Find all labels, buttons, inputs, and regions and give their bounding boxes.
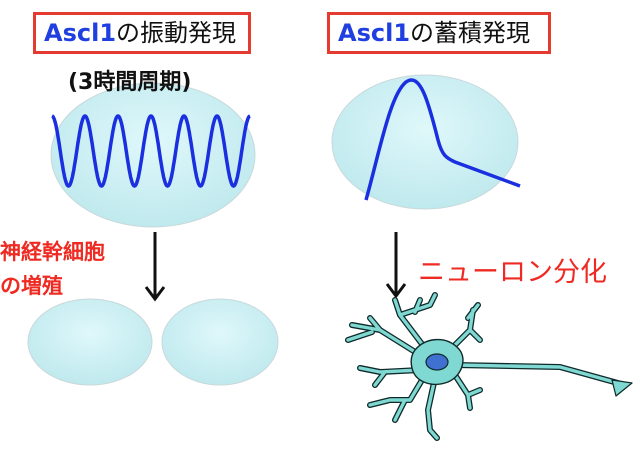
stem-cell-proliferation-line2: の増殖: [0, 274, 63, 298]
accumulation-title: Ascl1の蓄積発現: [327, 12, 551, 54]
title-text: の振動発現: [116, 19, 237, 47]
oscillation-curve: [51, 114, 251, 188]
neuron-nucleus: [425, 353, 449, 371]
gene-name: Ascl1: [338, 19, 411, 47]
accumulation-curve: [364, 78, 521, 201]
down-arrow-left: [144, 232, 166, 302]
neuron-differentiation-label: ニューロン分化: [418, 257, 607, 288]
title-text: の蓄積発現: [410, 19, 531, 47]
period-label: (3時間周期): [68, 70, 192, 95]
daughter-cell-1: [27, 298, 153, 386]
oscillating-cell: [50, 82, 256, 228]
oscillation-title: Ascl1の振動発現: [33, 12, 251, 54]
gene-name: Ascl1: [44, 19, 117, 47]
daughter-cell-2: [161, 298, 279, 386]
accumulating-cell: [331, 74, 519, 210]
neuron-illustration: [345, 292, 633, 441]
stem-cell-proliferation-line1: 神経幹細胞: [0, 240, 105, 264]
down-arrow-right: [385, 232, 407, 299]
